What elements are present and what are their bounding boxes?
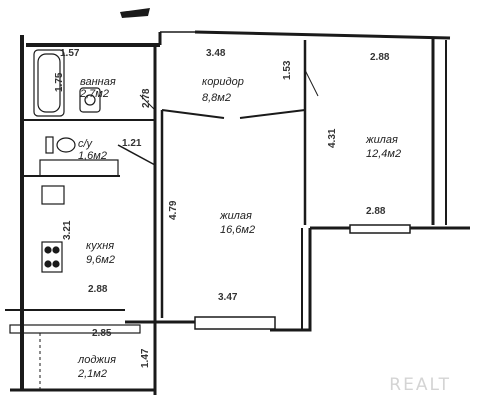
- sink-drain: [84, 94, 96, 106]
- door: [304, 69, 319, 97]
- burner: [52, 246, 60, 254]
- watermark: REALT: [389, 375, 451, 395]
- wall: [161, 109, 225, 119]
- compass-mark: [120, 8, 150, 18]
- bathtub: [33, 49, 65, 117]
- toilet-tank: [45, 136, 54, 154]
- wall: [194, 30, 451, 40]
- dimension-label: 3.48: [206, 48, 226, 59]
- room-area: 12,4м2: [366, 148, 402, 160]
- room-area: 9,6м2: [86, 254, 115, 266]
- room-name: жилая: [366, 134, 398, 146]
- dimension-label: 4.79: [168, 200, 179, 220]
- stove: [41, 241, 63, 273]
- dimension-label: 2.88: [370, 52, 390, 63]
- toilet: [56, 137, 76, 153]
- window: [194, 316, 276, 330]
- dimension-label: 1.21: [122, 138, 142, 149]
- burner: [44, 260, 52, 268]
- room-area: 2,1м2: [78, 368, 107, 380]
- wall: [117, 144, 156, 166]
- loggia-window: [9, 324, 141, 334]
- room-area: 16,6м2: [220, 224, 256, 236]
- dimension-label: 4.31: [327, 128, 338, 148]
- room-area: 8,8м2: [202, 92, 231, 104]
- wall: [270, 228, 312, 332]
- room-name: коридор: [202, 76, 244, 88]
- dimension-label: 2.88: [88, 284, 108, 295]
- burner: [52, 260, 60, 268]
- burner: [44, 246, 52, 254]
- room-name: кухня: [86, 240, 115, 252]
- window: [349, 224, 411, 234]
- dimension-label: 1.57: [60, 48, 80, 59]
- room-name: жилая: [220, 210, 252, 222]
- dimension-label: 3.21: [62, 220, 73, 240]
- kitchen-sink: [41, 185, 65, 205]
- room-area: 1,6м2: [78, 150, 107, 162]
- room-area: 2,7м2: [80, 88, 109, 100]
- room-name: с/у: [78, 138, 93, 150]
- dimension-label: 2.85: [92, 328, 112, 339]
- bathtub-inner: [37, 53, 61, 113]
- dimension-label: 1.47: [140, 348, 151, 368]
- sink: [79, 87, 101, 113]
- door: [139, 94, 156, 111]
- dimension-label: 2.88: [366, 206, 386, 217]
- room-name: ванная: [80, 76, 116, 88]
- wall: [239, 109, 306, 119]
- dimension-label: 1.53: [282, 60, 293, 80]
- dimension-label: 1.75: [54, 72, 65, 92]
- dimension-label: 2.78: [141, 88, 152, 108]
- counter: [39, 159, 119, 177]
- dimension-label: 3.47: [218, 292, 238, 303]
- room-name: лоджия: [78, 354, 116, 366]
